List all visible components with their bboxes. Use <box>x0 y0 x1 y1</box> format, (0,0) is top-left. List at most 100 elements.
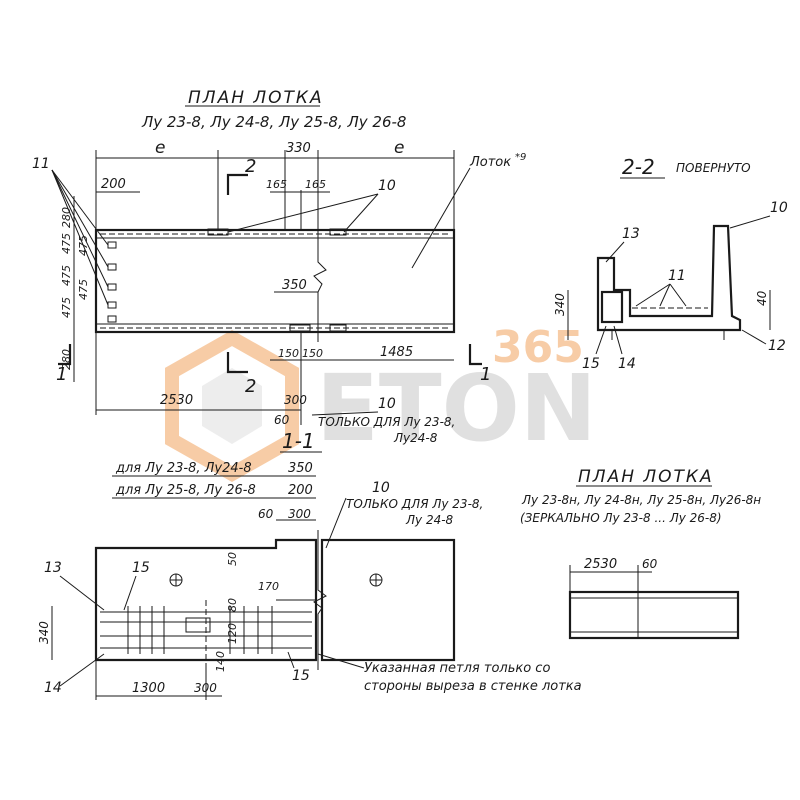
s22-callout-15: 15 <box>582 356 600 372</box>
dim-475-5: 475 <box>77 279 90 300</box>
s11-dim-170: 170 <box>258 580 279 593</box>
section-mark-2-bottom: 2 <box>245 376 256 397</box>
s22-callout-12: 12 <box>768 338 786 354</box>
mirror-dim-2530: 2530 <box>584 557 617 572</box>
s22-leader-11 <box>635 283 671 307</box>
plan-top-body <box>94 228 456 334</box>
leader-11 <box>51 169 109 246</box>
plan-top-title: ПЛАН ЛОТКА <box>188 88 324 108</box>
s11-note-loop-1: Указанная петля только со <box>364 661 550 676</box>
s22-leader-12 <box>741 329 767 345</box>
section-mark-2-top: 2 <box>245 156 256 177</box>
plan-mirror: ПЛАН ЛОТКА Лу 23-8н, Лу 24-8н, Лу 25-8н,… <box>520 467 761 640</box>
s11-dim-300b: 300 <box>194 681 217 695</box>
leader-11 <box>51 169 109 268</box>
loop-marker <box>107 283 117 291</box>
section-mark-1-left: 1 <box>56 364 67 385</box>
s11-dim-140: 140 <box>214 651 227 672</box>
dim-200: 200 <box>101 177 126 192</box>
leader-lotok <box>411 167 471 269</box>
plan-mirror-title: ПЛАН ЛОТКА <box>578 467 714 487</box>
s11-callout-15-right: 15 <box>292 668 310 684</box>
watermark: 365 ETON <box>165 322 597 483</box>
s11-dim-1300: 1300 <box>132 681 165 696</box>
s22-leader-15 <box>595 325 607 355</box>
watermark-text-365: 365 <box>492 322 584 373</box>
label-lotok-sup: *9 <box>515 152 526 163</box>
s22-callout-14: 14 <box>618 356 636 372</box>
loop-marker <box>107 301 117 309</box>
watermark-logo-inner-icon <box>202 368 262 444</box>
dim-e-left: e <box>155 138 165 158</box>
s22-dim-40: 40 <box>755 290 769 306</box>
leader-10 <box>227 193 379 233</box>
section-mark-1-right: 1 <box>480 364 491 385</box>
dim-300: 300 <box>284 393 307 407</box>
section-2-2-profile <box>596 224 742 332</box>
section-2-2: 2-2 ПОВЕРНУТО 10 13 11 15 14 12 340 40 <box>553 155 788 372</box>
plan-top: ПЛАН ЛОТКА Лу 23-8, Лу 24-8, Лу 25-8, Лу… <box>32 88 526 445</box>
dim-60: 60 <box>274 413 290 427</box>
dim-330: 330 <box>286 141 311 156</box>
loop-marker <box>107 241 117 249</box>
dim-150a: 150 <box>278 347 299 360</box>
dim-165a: 165 <box>266 178 287 191</box>
section-1-1-body-right <box>320 538 456 662</box>
s22-dim-340: 340 <box>553 293 567 316</box>
s22-leader-10 <box>729 215 771 229</box>
s22-leader-14 <box>613 325 623 355</box>
note-only-lu24: Лу24-8 <box>393 431 438 445</box>
loop-marker-bottom <box>329 324 347 332</box>
s11-callout-10: 10 <box>372 480 390 496</box>
s11-callout-14: 14 <box>44 680 62 696</box>
s11-note-loop-2: стороны выреза в стенке лотка <box>364 679 582 694</box>
s22-leader-13 <box>605 241 625 263</box>
dim-e-right: e <box>394 138 404 158</box>
loop-marker <box>107 315 117 323</box>
s22-leader-11 <box>669 283 687 307</box>
leader-11 <box>51 169 109 306</box>
s11-leader-15 <box>123 575 137 611</box>
dim-350: 350 <box>282 278 307 293</box>
s11-cut-line <box>313 530 327 670</box>
dim-475-3: 475 <box>60 297 73 318</box>
s11-dim-120: 120 <box>226 623 239 644</box>
dim-475-1: 475 <box>60 233 73 254</box>
callout-10-bottom: 10 <box>378 396 396 412</box>
s11-leader-loop <box>317 653 365 669</box>
row1-label: для Лу 23-8, Лу24-8 <box>115 461 252 476</box>
s22-callout-10: 10 <box>770 200 788 216</box>
dim-165b: 165 <box>305 178 326 191</box>
s11-callout-13: 13 <box>44 560 62 576</box>
section-2-2-subtitle: ПОВЕРНУТО <box>676 161 751 175</box>
s22-callout-13: 13 <box>622 226 640 242</box>
s11-dim-300: 300 <box>288 507 311 521</box>
s11-insert <box>185 617 211 633</box>
s11-dim-50: 50 <box>226 552 239 566</box>
s11-leader-14 <box>59 653 105 687</box>
plan-top-subtitle: Лу 23-8, Лу 24-8, Лу 25-8, Лу 26-8 <box>141 113 406 131</box>
row2-label: для Лу 25-8, Лу 26-8 <box>115 483 256 498</box>
note-only-lu23: ТОЛЬКО ДЛЯ Лу 23-8, <box>318 415 455 429</box>
dim-475-2: 475 <box>60 265 73 286</box>
dim-1485: 1485 <box>380 345 413 360</box>
plan-mirror-line2: (ЗЕРКАЛЬНО Лу 23-8 ... Лу 26-8) <box>520 511 722 525</box>
s11-dim-340: 340 <box>37 621 51 644</box>
s11-rebar-cage <box>100 600 312 664</box>
s11-leader-15b <box>287 651 295 669</box>
section-mark-2-bottom-arrow <box>226 352 248 374</box>
dim-2530: 2530 <box>160 393 193 408</box>
section-2-2-title: 2-2 <box>622 155 655 179</box>
leader-11 <box>51 169 109 288</box>
label-lotok: Лоток <box>469 155 511 170</box>
section-1-1-title: 1-1 <box>282 429 315 453</box>
s22-leader-11 <box>659 283 671 307</box>
loop-marker-bottom <box>289 324 311 332</box>
leader-10-bottom <box>311 411 379 416</box>
section-1-1: 1-1 для Лу 23-8, Лу24-8 350 для Лу 25-8,… <box>37 429 582 700</box>
plan-mirror-line1: Лу 23-8н, Лу 24-8н, Лу 25-8н, Лу26-8н <box>521 493 761 507</box>
s22-callout-11: 11 <box>668 268 686 284</box>
loop-marker-top <box>329 228 347 236</box>
